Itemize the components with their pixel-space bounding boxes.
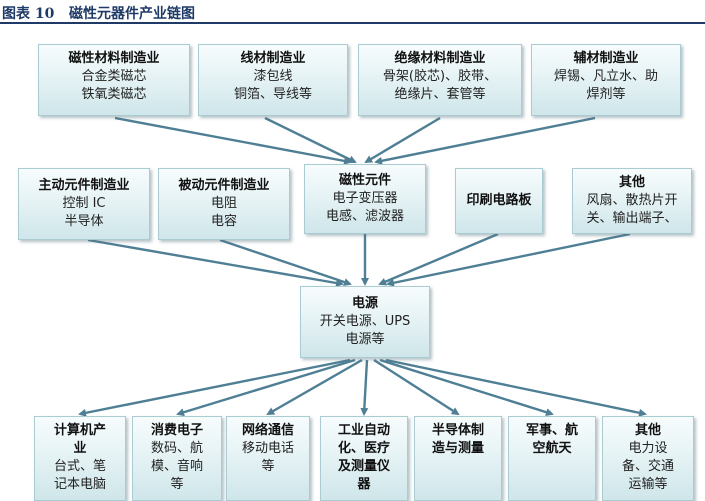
box-detail: 数码、航 模、音响 等 <box>150 441 203 492</box>
box-detail: 漆包线 铜箔、导线等 <box>233 69 312 102</box>
caption-underline <box>0 22 705 24</box>
box-auxiliary-material: 辅材制造业 焊锡、凡立水、助 焊剂等 <box>531 44 681 116</box>
box-pcb: 印刷电路板 <box>455 168 543 234</box>
box-title: 磁性元件 <box>338 173 391 188</box>
arrow-others-to-power <box>386 232 631 287</box>
arrow-auxiliary-material-to-magnetic-components <box>374 116 596 165</box>
box-title: 消费电子 <box>150 423 203 438</box>
box-title: 其他 <box>634 423 661 438</box>
arrow-power-to-other-apps <box>385 358 647 417</box>
box-passive-components: 被动元件制造业 电阻 电容 <box>158 168 290 240</box>
box-consumer: 消费电子 数码、航 模、音响 等 <box>132 416 222 501</box>
box-detail: 电子变压器 电感、滤波器 <box>325 191 404 224</box>
box-title: 军事、航 空航天 <box>525 423 578 456</box>
box-others: 其他 风扇、散热片开 关、输出端子、 <box>572 168 692 234</box>
arrow-power-to-semiconductor <box>373 358 460 416</box>
arrow-active-components-to-power <box>87 238 344 287</box>
box-detail: 电阻 电容 <box>210 196 237 229</box>
box-title: 工业自动 化、医疗 及测量仪 器 <box>337 423 390 492</box>
box-active-components: 主动元件制造业 控制 IC 半导体 <box>18 168 150 240</box>
box-detail: 骨架(胶芯)、胶带、 绝缘片、套管等 <box>382 69 498 102</box>
box-title: 半导体制 造与测量 <box>431 423 484 456</box>
arrow-power-to-military <box>379 358 554 417</box>
arrow-power-to-consumer <box>176 358 356 417</box>
box-title: 其他 <box>618 175 645 190</box>
box-detail: 电力设 备、交通 运输等 <box>621 441 674 492</box>
box-semiconductor: 半导体制 造与测量 <box>414 416 502 501</box>
box-military: 军事、航 空航天 <box>508 416 596 501</box>
arrow-power-to-network <box>266 358 363 416</box>
arrow-insulation-material-to-magnetic-components <box>364 116 441 164</box>
box-wire-material: 线材制造业 漆包线 铜箔、导线等 <box>198 44 348 116</box>
box-insulation-material: 绝缘材料制造业 骨架(胶芯)、胶带、 绝缘片、套管等 <box>358 44 522 116</box>
box-title: 磁性材料制造业 <box>68 51 160 66</box>
box-title: 辅材制造业 <box>573 51 639 66</box>
arrow-wire-material-to-magnetic-components <box>264 116 357 164</box>
arrow-passive-components-to-power <box>219 238 352 286</box>
arrow-magnetic-material-to-magnetic-components <box>114 116 352 165</box>
box-title: 线材制造业 <box>240 51 306 66</box>
box-title: 电源 <box>351 296 378 311</box>
box-title: 印刷电路板 <box>466 193 532 208</box>
box-network: 网络通信 移动电话 等 <box>226 416 310 501</box>
arrow-pcb-to-power <box>378 232 499 286</box>
figure-label: 图表 10 <box>2 6 55 22</box>
box-title: 计算机产 业 <box>53 423 106 456</box>
box-title: 绝缘材料制造业 <box>394 51 486 66</box>
box-magnetic-components: 磁性元件 电子变压器 电感、滤波器 <box>304 164 426 234</box>
box-detail: 台式、笔 记本电脑 <box>53 459 106 492</box>
box-power-supply: 电源 开关电源、UPS 电源等 <box>300 286 430 358</box>
box-detail: 合金类磁芯 铁氧类磁芯 <box>81 69 147 102</box>
figure-title: 磁性元器件产业链图 <box>68 6 195 22</box>
arrow-power-to-industrial <box>360 359 369 416</box>
box-detail: 焊锡、凡立水、助 焊剂等 <box>553 69 658 102</box>
arrow-power-to-computer <box>78 358 351 417</box>
box-detail: 风扇、散热片开 关、输出端子、 <box>586 193 678 226</box>
box-detail: 移动电话 等 <box>241 441 294 474</box>
box-detail: 开关电源、UPS 电源等 <box>319 314 411 347</box>
box-magnetic-material: 磁性材料制造业 合金类磁芯 铁氧类磁芯 <box>38 44 190 116</box>
box-title: 被动元件制造业 <box>178 178 270 193</box>
box-other-apps: 其他 电力设 备、交通 运输等 <box>602 416 694 501</box>
figure-caption: 图表 10 磁性元器件产业链图 <box>2 3 195 23</box>
box-title: 网络通信 <box>241 423 294 438</box>
box-title: 主动元件制造业 <box>38 178 130 193</box>
box-detail: 控制 IC 半导体 <box>62 196 106 229</box>
box-computer: 计算机产 业 台式、笔 记本电脑 <box>34 416 126 501</box>
box-industrial: 工业自动 化、医疗 及测量仪 器 <box>320 416 408 501</box>
